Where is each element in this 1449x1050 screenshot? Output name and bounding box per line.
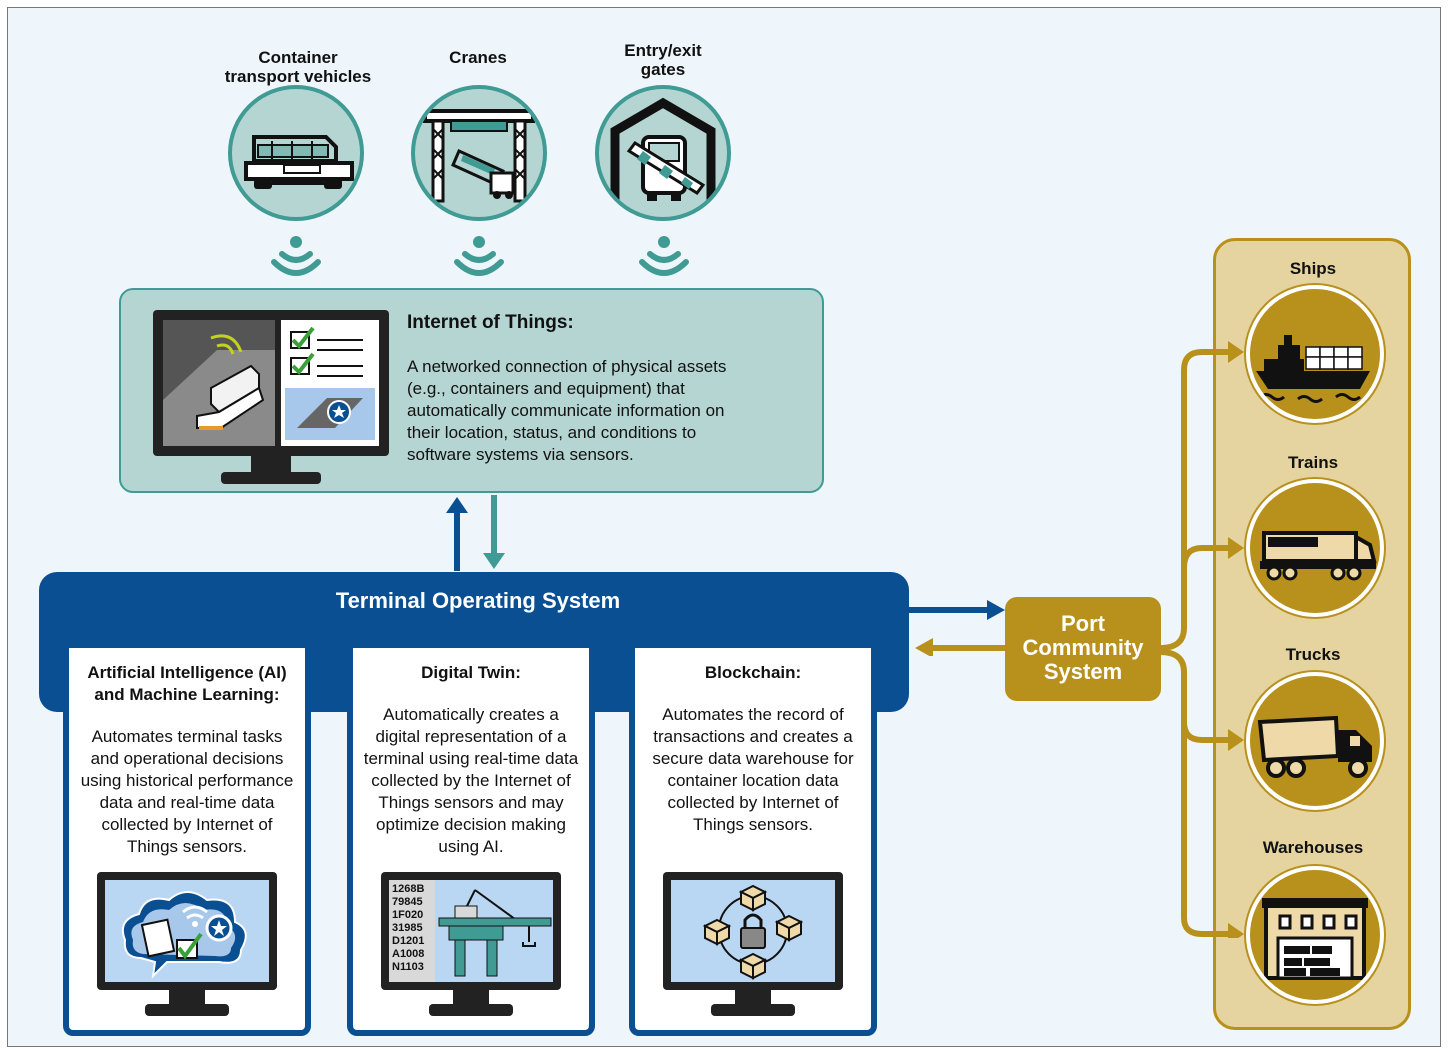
card-title: Blockchain: (704, 663, 802, 682)
tos-title: Terminal Operating System (335, 588, 621, 613)
card-description: Automates terminal tasks and operational… (80, 727, 294, 856)
device-title-container-transport: Container transport vehicles (224, 48, 372, 86)
container-transport-vehicle-icon (228, 85, 364, 221)
code-list: 1268B 79845 1F020 31985 D1201 A1008 N110… (392, 883, 432, 974)
wireless-signal-icon (270, 232, 322, 278)
iot-description: A networked connection of physical asset… (407, 357, 727, 464)
iot-panel: Internet of Things: A networked connecti… (119, 288, 824, 493)
crane-icon (411, 85, 547, 221)
device-title-cranes: Cranes (449, 48, 507, 67)
destination-label-ships: Ships (1289, 259, 1337, 278)
code-item: 1F020 (392, 909, 424, 921)
blockchain-monitor-icon (661, 870, 845, 1020)
blockchain-card: Blockchain: Automates the record of tran… (629, 648, 877, 1036)
code-item: D1201 (392, 935, 425, 947)
pcs-destination-arrows (1159, 341, 1244, 938)
code-item: 79845 (392, 896, 423, 908)
ai-ml-card: Artificial Intelligence (AI) and Machine… (63, 648, 311, 1036)
tos-pcs-arrows (909, 600, 1007, 656)
digital-twin-card: Digital Twin: Automatically creates a di… (347, 648, 595, 1036)
iot-tos-arrows (446, 495, 505, 571)
ship-icon (1246, 285, 1384, 423)
code-item: N1103 (392, 961, 424, 973)
wireless-signal-icon (453, 232, 505, 278)
truck-icon (1246, 672, 1384, 810)
train-icon (1246, 479, 1384, 617)
card-description: Automatically creates a digital represen… (363, 705, 579, 856)
code-item: A1008 (392, 948, 425, 960)
device-title-gates: Entry/exit gates (624, 41, 702, 79)
destination-label-trains: Trains (1287, 453, 1339, 472)
warehouse-icon (1246, 866, 1384, 1004)
diagram-frame: Container transport vehicles Cranes Entr… (7, 7, 1441, 1047)
card-title: Artificial Intelligence (AI) and Machine… (87, 663, 287, 704)
code-item: 1268B (392, 883, 425, 895)
card-title: Digital Twin: (421, 663, 521, 682)
destination-label-trucks: Trucks (1285, 645, 1341, 664)
port-community-system-box (1005, 597, 1161, 701)
card-description: Automates the record of transactions and… (652, 705, 854, 834)
ai-monitor-icon (95, 870, 279, 1020)
wireless-signal-icon (638, 232, 690, 278)
code-item: 31985 (392, 922, 423, 934)
entry-exit-gate-icon (595, 85, 731, 221)
monitor-icon (151, 308, 391, 490)
pcs-label: Port Community System (1022, 611, 1144, 684)
iot-title: Internet of Things: (407, 312, 574, 333)
destination-label-warehouses: Warehouses (1262, 838, 1364, 857)
digital-twin-monitor-icon: 1268B 79845 1F020 31985 D1201 A1008 N110… (379, 870, 563, 1020)
